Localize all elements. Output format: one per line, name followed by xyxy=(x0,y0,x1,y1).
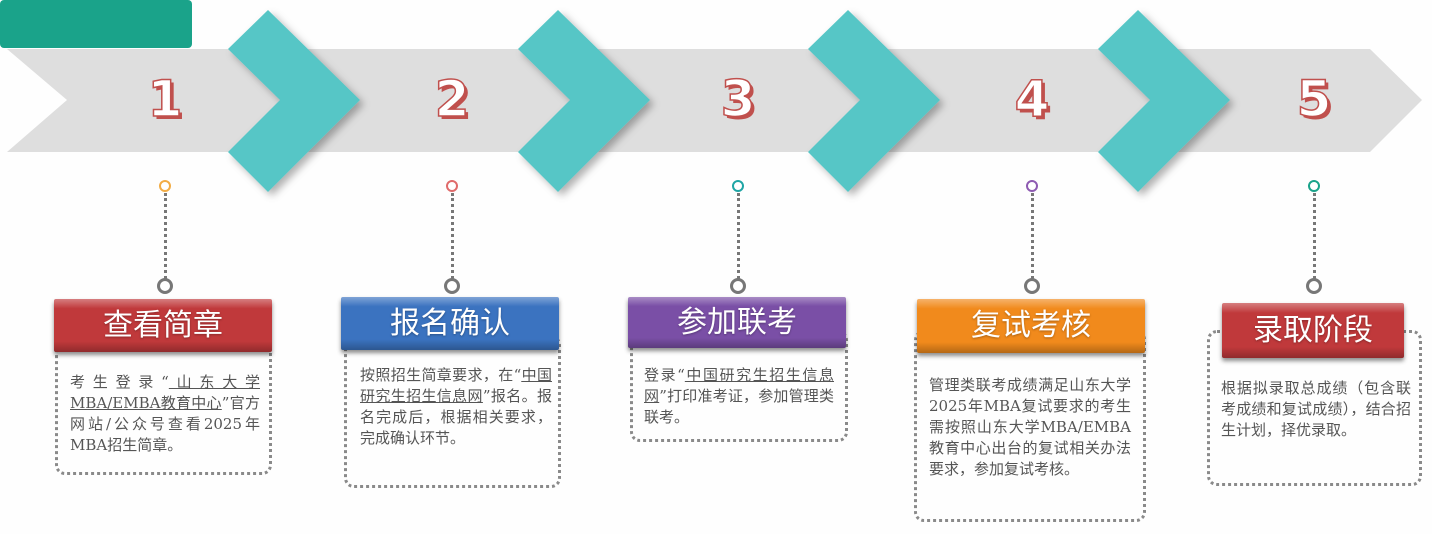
step-description: 管理类联考成绩满足山东大学2025年MBA复试要求的考生需按照山东大学MBA/E… xyxy=(929,375,1131,480)
step-number: 3 xyxy=(720,69,756,129)
website-link[interactable]: 中国研究生招生信息网 xyxy=(360,366,552,405)
connector-end-dot-icon xyxy=(730,278,746,294)
step-marker-dot-icon xyxy=(159,180,171,192)
gray-arrow-band xyxy=(7,49,1422,152)
step-title: 报名确认 xyxy=(341,297,559,350)
step-number: 5 xyxy=(1296,69,1332,129)
chevron-arrow-icon xyxy=(1098,10,1230,192)
connector-line xyxy=(1031,193,1034,279)
step-description: 按照招生简章要求，在“中国研究生招生信息网”报名。报名完成后，根据相关要求，完成… xyxy=(360,365,552,449)
description-text: ”报名。报名完成后，根据相关要求，完成确认环节。 xyxy=(360,387,552,447)
step-marker-dot-icon xyxy=(446,180,458,192)
description-text: ”打印准考证，参加管理类联考。 xyxy=(644,387,834,426)
description-text: 考生登录“ xyxy=(70,373,169,391)
chevron-arrow-icon xyxy=(808,10,940,192)
step-title: 参加联考 xyxy=(628,297,846,348)
step-number: 2 xyxy=(434,69,470,129)
title-side-accent xyxy=(0,0,192,48)
connector-line xyxy=(451,193,454,279)
description-text: ”官方网站/公众号查看2025年MBA招生简章。 xyxy=(70,394,261,454)
connector-line xyxy=(737,193,740,279)
description-text: 按照招生简章要求，在“ xyxy=(360,366,522,384)
chevron-arrow-icon xyxy=(518,10,650,192)
connector-line xyxy=(164,193,167,279)
step-title: 录取阶段 xyxy=(1222,303,1404,358)
connector-end-dot-icon xyxy=(444,278,460,294)
step-marker-dot-icon xyxy=(1026,180,1038,192)
step-marker-dot-icon xyxy=(732,180,744,192)
step-title: 查看简章 xyxy=(54,299,272,352)
description-text: 管理类联考成绩满足山东大学2025年MBA复试要求的考生需按照山东大学MBA/E… xyxy=(929,376,1131,478)
connector-end-dot-icon xyxy=(1306,278,1322,294)
connector-line xyxy=(1313,193,1316,279)
step-description: 考生登录“山东大学MBA/EMBA教育中心”官方网站/公众号查看2025年MBA… xyxy=(70,372,260,456)
website-link[interactable]: 中国研究生招生信息网 xyxy=(644,366,834,405)
step-description: 根据拟录取总成绩（包含联考成绩和复试成绩），结合招生计划，择优录取。 xyxy=(1221,378,1411,441)
step-title: 复试考核 xyxy=(917,299,1145,353)
website-link[interactable]: 山东大学MBA/EMBA教育中心 xyxy=(70,373,260,412)
chevron-arrow-icon xyxy=(228,10,360,192)
step-description: 登录“中国研究生招生信息网”打印准考证，参加管理类联考。 xyxy=(644,365,834,428)
description-text: 根据拟录取总成绩（包含联考成绩和复试成绩），结合招生计划，择优录取。 xyxy=(1221,379,1411,439)
connector-end-dot-icon xyxy=(1024,278,1040,294)
step-number: 1 xyxy=(147,69,183,129)
step-number: 4 xyxy=(1014,69,1050,129)
connector-end-dot-icon xyxy=(157,278,173,294)
description-text: 登录“ xyxy=(644,366,685,384)
step-marker-dot-icon xyxy=(1308,180,1320,192)
